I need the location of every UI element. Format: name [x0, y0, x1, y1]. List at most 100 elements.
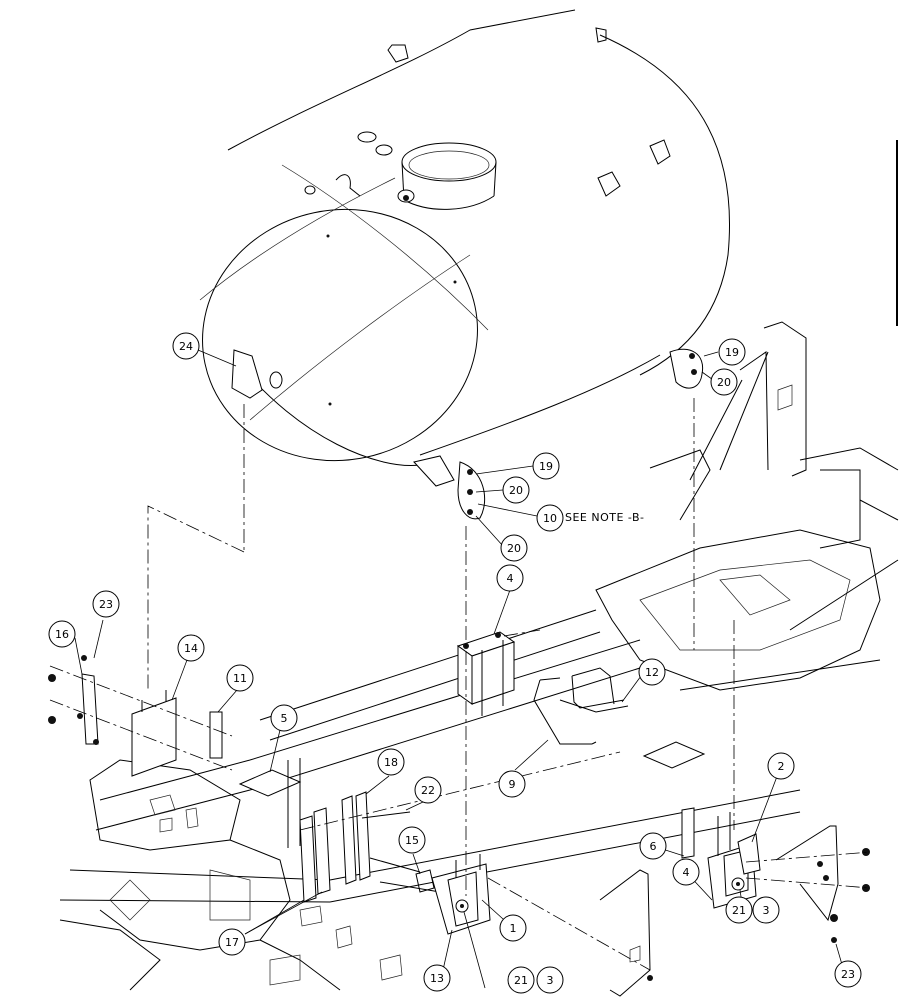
callout-label: 24	[179, 340, 193, 353]
callout-c21a: 21	[507, 966, 535, 994]
callout-circle	[499, 914, 527, 942]
callout-circle	[638, 658, 666, 686]
strap-6	[681, 807, 695, 859]
callout-circle	[423, 964, 451, 992]
callout-c5: 5	[270, 704, 298, 732]
callout-label: 5	[281, 712, 288, 725]
callout-c4b: 4	[672, 858, 700, 886]
callout-circle	[725, 896, 753, 924]
parts	[48, 631, 870, 981]
callout-label: 4	[507, 572, 514, 585]
callout-label: 12	[645, 666, 659, 679]
callout-circle	[767, 752, 795, 780]
callout-c3b: 3	[752, 896, 780, 924]
callout-c4a: 4	[496, 564, 524, 592]
callout-circle	[177, 634, 205, 662]
callout-label: 1	[510, 922, 517, 935]
callout-c23a: 23	[92, 590, 120, 618]
clamp-bracket-2	[707, 812, 761, 909]
note-text: SEE NOTE -B-	[565, 511, 645, 524]
callout-circle	[502, 476, 530, 504]
callout-circle	[270, 704, 298, 732]
callout-c20b: 20	[502, 476, 530, 504]
tank-end-cap	[202, 208, 478, 462]
callout-circle	[500, 534, 528, 562]
callout-circle	[536, 504, 564, 532]
callout-c9: 9	[498, 770, 526, 798]
callout-c2: 2	[767, 752, 795, 780]
callout-circle	[172, 332, 200, 360]
callout-label: 20	[507, 542, 521, 555]
callout-label: 14	[184, 642, 198, 655]
callout-c15: 15	[398, 826, 426, 854]
callout-c10: 10	[536, 504, 564, 532]
callout-c13: 13	[423, 964, 451, 992]
callout-circle	[398, 826, 426, 854]
callout-circle	[718, 338, 746, 366]
callout-c19b: 19	[532, 452, 560, 480]
callout-circle	[92, 590, 120, 618]
callout-label: 23	[841, 968, 855, 981]
u-bolt-9	[533, 677, 597, 745]
mount-plate-14	[131, 697, 177, 777]
callout-c1: 1	[499, 914, 527, 942]
callout-c12: 12	[638, 658, 666, 686]
pad-left	[238, 769, 302, 797]
tank-foot-left	[231, 349, 263, 399]
plate-18b	[355, 791, 371, 881]
callout-circle	[507, 966, 535, 994]
callout-c22: 22	[414, 776, 442, 804]
callout-circle	[48, 620, 76, 648]
callout-label: 2	[778, 760, 785, 773]
callout-c14: 14	[177, 634, 205, 662]
callout-c6: 6	[639, 832, 667, 860]
plate-17a	[313, 807, 331, 895]
callout-label: 20	[717, 376, 731, 389]
callout-label: 17	[225, 936, 239, 949]
callout-label: 3	[547, 974, 554, 987]
callout-label: 13	[430, 972, 444, 985]
callout-circle	[710, 368, 738, 396]
callout-label: 18	[384, 756, 398, 769]
callout-circle	[536, 966, 564, 994]
plate-17b	[299, 815, 317, 903]
callout-c16: 16	[48, 620, 76, 648]
callout-label: 3	[763, 904, 770, 917]
callout-circle	[226, 664, 254, 692]
callout-circle	[532, 452, 560, 480]
callout-c18: 18	[377, 748, 405, 776]
bracket-16	[81, 673, 99, 745]
callout-circle	[414, 776, 442, 804]
callout-c3a: 3	[536, 966, 564, 994]
pad-right	[642, 741, 706, 769]
callout-circle	[498, 770, 526, 798]
callout-label: 11	[233, 672, 247, 685]
callout-circle	[672, 858, 700, 886]
callout-circle	[639, 832, 667, 860]
callout-label: 23	[99, 598, 113, 611]
fill-opening	[401, 142, 497, 210]
tank-foot-front	[413, 455, 455, 487]
callout-label: 20	[509, 484, 523, 497]
callout-label: 9	[509, 778, 516, 791]
callout-label: 6	[650, 840, 657, 853]
callout-c17: 17	[218, 928, 246, 956]
u-bolt-12	[571, 667, 625, 709]
clamp-bracket-13	[431, 854, 491, 935]
assembly-centerlines	[49, 398, 871, 971]
callout-label: 4	[683, 866, 690, 879]
callout-label: 10	[543, 512, 557, 525]
callout-c23b: 23	[834, 960, 862, 988]
callout-c20a: 20	[710, 368, 738, 396]
callout-c24: 24	[172, 332, 200, 360]
tank-foot-right	[669, 348, 704, 389]
clamp-bracket-top	[456, 631, 516, 716]
callout-circle	[377, 748, 405, 776]
callout-label: 19	[539, 460, 553, 473]
plate-18a	[341, 795, 357, 885]
callout-c19a: 19	[718, 338, 746, 366]
callout-circle	[834, 960, 862, 988]
strap-11	[209, 711, 223, 759]
